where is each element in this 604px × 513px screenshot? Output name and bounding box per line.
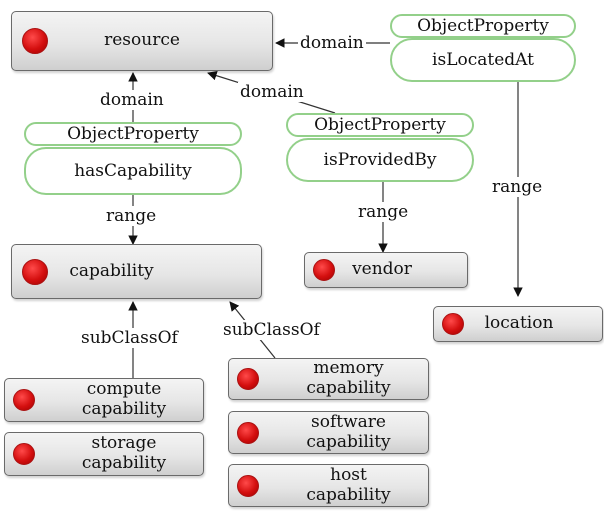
- class-label: software capability: [306, 411, 391, 452]
- class-host-capability[interactable]: host capability: [228, 464, 429, 507]
- class-dot-icon: [237, 421, 259, 444]
- range-label: range: [356, 202, 411, 222]
- property-isprovidedby[interactable]: isProvidedBy: [286, 138, 474, 182]
- range-label: range: [104, 206, 159, 226]
- class-label: vendor: [352, 259, 412, 280]
- class-dot-icon: [22, 28, 48, 54]
- range-label: range: [490, 177, 545, 197]
- property-hascapability[interactable]: hasCapability: [24, 147, 242, 195]
- object-property-tag[interactable]: ObjectProperty: [286, 113, 474, 137]
- subclassof-label: subClassOf: [221, 320, 322, 340]
- class-memory-capability[interactable]: memory capability: [228, 358, 429, 400]
- domain-label: domain: [298, 33, 366, 53]
- class-dot-icon: [237, 474, 259, 497]
- class-dot-icon: [13, 443, 35, 465]
- property-islocatedat[interactable]: isLocatedAt: [390, 38, 576, 82]
- class-label: host capability: [306, 464, 391, 505]
- class-resource[interactable]: resource: [11, 11, 273, 71]
- subclassof-label: subClassOf: [79, 328, 180, 348]
- domain-label: domain: [238, 82, 306, 102]
- class-label: capability: [69, 260, 154, 281]
- class-label: location: [484, 313, 554, 334]
- class-label: memory capability: [306, 358, 391, 398]
- class-capability[interactable]: capability: [11, 244, 262, 299]
- object-property-tag[interactable]: ObjectProperty: [24, 122, 242, 146]
- class-label: compute capability: [81, 379, 167, 419]
- class-compute-capability[interactable]: compute capability: [4, 378, 204, 422]
- class-dot-icon: [22, 258, 48, 285]
- class-label: storage capability: [81, 433, 167, 473]
- class-software-capability[interactable]: software capability: [228, 411, 429, 454]
- class-vendor[interactable]: vendor: [304, 252, 468, 288]
- class-location[interactable]: location: [433, 306, 603, 342]
- class-dot-icon: [237, 368, 259, 390]
- class-dot-icon: [313, 259, 335, 281]
- domain-label: domain: [98, 90, 166, 110]
- class-dot-icon: [13, 389, 35, 411]
- object-property-tag[interactable]: ObjectProperty: [390, 14, 576, 38]
- class-label: resource: [104, 30, 180, 51]
- class-dot-icon: [442, 313, 464, 335]
- class-storage-capability[interactable]: storage capability: [4, 432, 204, 476]
